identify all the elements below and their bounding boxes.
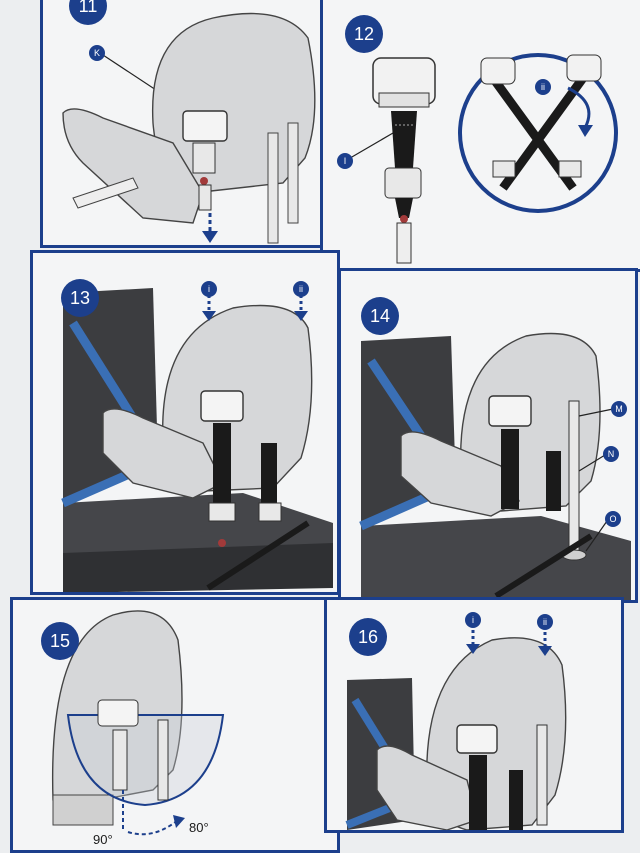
- callout-ii-step16: ii: [537, 614, 553, 630]
- step-11-illustration: [62, 12, 316, 244]
- step-11-panel: 11 K: [40, 0, 330, 248]
- step-12-panel: 12 I ii: [320, 0, 640, 272]
- step-16-number: 16: [349, 618, 387, 656]
- angle-label-80: 80°: [189, 820, 209, 835]
- step-11-number: 11: [69, 0, 107, 25]
- callout-n: N: [603, 446, 619, 462]
- step-14-number: 14: [361, 297, 399, 335]
- step-12-illustration: [344, 53, 618, 264]
- callout-ii-step13: ii: [293, 281, 309, 297]
- callout-i-step12: I: [337, 153, 353, 169]
- step-14-illustration: [359, 332, 631, 600]
- step-13-number: 13: [61, 279, 99, 317]
- step-16-panel: 16 i ii: [324, 597, 624, 833]
- step-14-panel: 14 M N O: [338, 268, 638, 603]
- step-15-number: 15: [41, 622, 79, 660]
- step-15-illustration: [51, 610, 225, 836]
- step-13-illustration: [61, 288, 333, 592]
- step-13-panel: 13 i ii: [30, 250, 340, 595]
- step-12-number: 12: [345, 15, 383, 53]
- callout-ii-step12: ii: [535, 79, 551, 95]
- step-16-illustration: [345, 630, 567, 830]
- step-15-panel: 15 90° 80°: [10, 597, 340, 853]
- callout-m: M: [611, 401, 627, 417]
- callout-i-step13: i: [201, 281, 217, 297]
- callout-o: O: [605, 511, 621, 527]
- callout-k: K: [89, 45, 105, 61]
- angle-label-90: 90°: [93, 832, 113, 847]
- callout-i-step16: i: [465, 612, 481, 628]
